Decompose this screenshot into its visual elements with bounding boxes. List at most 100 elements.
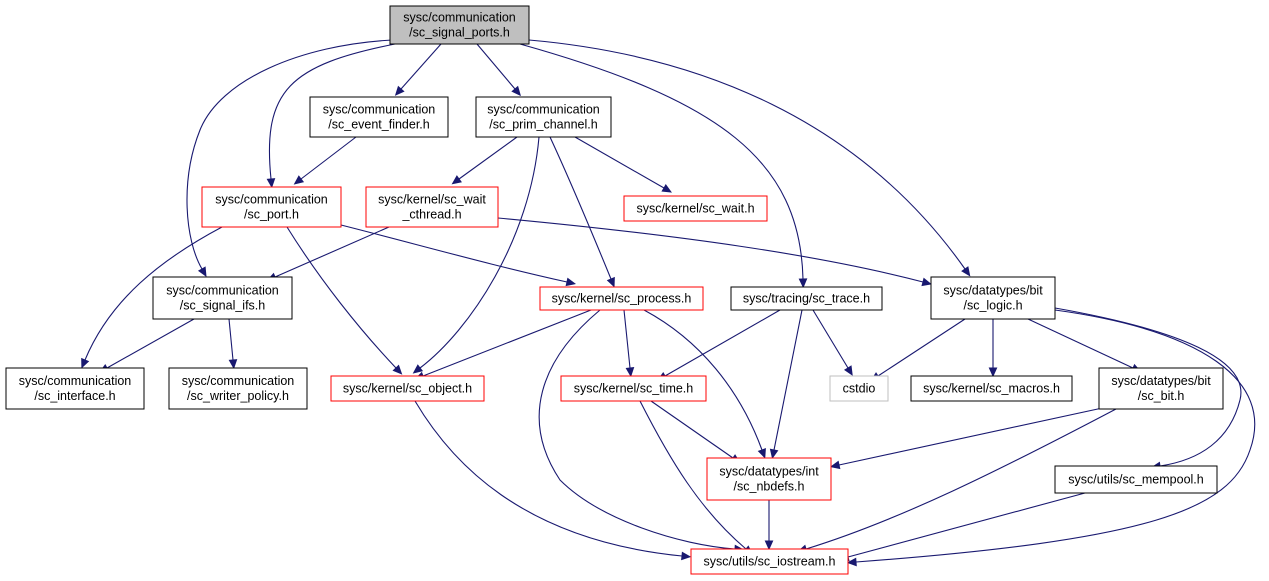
- node-sc-wait[interactable]: sysc/kernel/sc_wait.h: [623, 195, 768, 222]
- node-box[interactable]: [168, 367, 308, 410]
- node-label-line: sysc/communication: [215, 193, 328, 207]
- node-box[interactable]: [829, 375, 889, 402]
- edge-sc_logic-to-sc_iostream: [846, 309, 1256, 567]
- arrowhead-icon: [757, 448, 766, 459]
- node-label-line: sysc/kernel/sc_macros.h: [923, 382, 1060, 396]
- node-label-line: /sc_nbdefs.h: [734, 480, 805, 494]
- edge-line: [1027, 318, 1134, 369]
- node-sc-writer-policy[interactable]: sysc/communication/sc_writer_policy.h: [168, 367, 308, 410]
- node-sc-process[interactable]: sysc/kernel/sc_process.h: [539, 286, 704, 311]
- node-sc-object[interactable]: sysc/kernel/sc_object.h: [330, 375, 485, 402]
- edge-line: [286, 226, 397, 369]
- node-label-line: /sc_event_finder.h: [328, 118, 430, 132]
- node-label-line: sysc/utils/sc_mempool.h: [1068, 473, 1204, 487]
- arrowhead-icon: [451, 175, 462, 185]
- node-label-line: sysc/datatypes/int: [719, 465, 819, 479]
- node-box[interactable]: [5, 367, 145, 410]
- edge-line: [228, 318, 234, 361]
- arrowhead-icon: [988, 367, 998, 378]
- edge-line: [458, 136, 518, 180]
- node-sc-time[interactable]: sysc/kernel/sc_time.h: [560, 375, 707, 402]
- edge-sc_prim_channel-to-sc_process: [549, 136, 615, 288]
- node-sc-trace[interactable]: sysc/tracing/sc_trace.h: [730, 286, 883, 311]
- edge-line: [805, 408, 1117, 550]
- edge-sc_trace-to-sc_nbdefs: [769, 309, 803, 460]
- edge-sc_logic-to-sc_macros: [988, 319, 998, 378]
- node-box[interactable]: [706, 457, 832, 501]
- node-box[interactable]: [475, 96, 612, 138]
- node-box[interactable]: [910, 375, 1073, 402]
- arrowhead-icon: [392, 364, 403, 375]
- arrowhead-icon: [681, 551, 692, 561]
- node-label-line: sysc/communication: [487, 103, 600, 117]
- node-box[interactable]: [730, 286, 883, 311]
- node-box[interactable]: [152, 276, 293, 320]
- edge-sc_port-to-sc_interface: [81, 226, 223, 369]
- edge-sc_object-to-sc_iostream: [414, 400, 692, 561]
- edge-sc_signal_ports-to-sc_trace: [519, 43, 808, 289]
- edge-sc_signal_ports-to-sc_event_finder: [394, 43, 442, 96]
- arrowhead-icon: [412, 364, 424, 374]
- edge-line: [340, 224, 568, 283]
- edge-line: [476, 43, 516, 90]
- node-box[interactable]: [623, 195, 768, 222]
- edge-sc_signal_ifs-to-sc_writer_policy: [228, 318, 238, 370]
- edge-line: [847, 492, 1086, 558]
- edge-line: [1054, 307, 1242, 467]
- edge-sc_process-to-sc_time: [623, 309, 635, 378]
- node-sc-interface[interactable]: sysc/communication/sc_interface.h: [5, 367, 145, 410]
- node-box[interactable]: [930, 276, 1056, 320]
- nodes-layer: sysc/communication/sc_signal_ports.hsysc…: [5, 5, 1224, 575]
- edge-line: [639, 400, 747, 550]
- node-sc-event-finder[interactable]: sysc/communication/sc_event_finder.h: [309, 96, 449, 138]
- arrowhead-icon: [565, 277, 576, 287]
- edge-line: [538, 309, 736, 550]
- node-box[interactable]: [389, 5, 530, 45]
- node-box[interactable]: [330, 375, 485, 402]
- node-box[interactable]: [201, 186, 342, 228]
- node-sc-signal-ports[interactable]: sysc/communication/sc_signal_ports.h: [389, 5, 530, 45]
- node-sc-port[interactable]: sysc/communication/sc_port.h: [201, 186, 342, 228]
- node-sc-bit[interactable]: sysc/datatypes/bit/sc_bit.h: [1098, 367, 1224, 410]
- node-sc-mempool[interactable]: sysc/utils/sc_mempool.h: [1054, 465, 1218, 494]
- node-label-line: sysc/communication: [19, 374, 132, 388]
- edge-sc_prim_channel-to-sc_wait: [574, 136, 672, 193]
- edge-sc_nbdefs-to-sc_iostream: [764, 500, 774, 551]
- node-sc-iostream[interactable]: sysc/utils/sc_iostream.h: [690, 548, 849, 575]
- node-label-line: /sc_logic.h: [963, 299, 1022, 313]
- node-sc-nbdefs[interactable]: sysc/datatypes/int/sc_nbdefs.h: [706, 457, 832, 501]
- node-sc-macros[interactable]: sysc/kernel/sc_macros.h: [910, 375, 1073, 402]
- edge-line: [268, 43, 396, 180]
- node-box[interactable]: [1054, 465, 1218, 494]
- edge-line: [549, 136, 612, 280]
- edge-sc_bit-to-sc_nbdefs: [829, 406, 1108, 470]
- edge-sc_signal_ports-to-sc_port: [266, 43, 396, 189]
- edge-line: [855, 309, 1256, 563]
- node-sc-signal-ifs[interactable]: sysc/communication/sc_signal_ifs.h: [152, 276, 293, 320]
- edge-sc_process-to-sc_object: [414, 309, 592, 380]
- node-box[interactable]: [1098, 367, 1224, 410]
- arrowhead-icon: [843, 365, 853, 376]
- node-box[interactable]: [365, 186, 499, 228]
- node-box[interactable]: [309, 96, 449, 138]
- node-label-line: /sc_writer_policy.h: [187, 389, 289, 403]
- node-label-line: sysc/kernel/sc_wait.h: [636, 202, 754, 216]
- edge-line: [274, 226, 390, 278]
- node-label-line: sysc/kernel/sc_process.h: [552, 292, 692, 306]
- node-box[interactable]: [560, 375, 707, 402]
- edge-sc_prim_channel-to-sc_object: [412, 136, 540, 374]
- node-sc-wait-cthread[interactable]: sysc/kernel/sc_wait_cthread.h: [365, 186, 499, 228]
- edge-sc_signal_ports-to-sc_prim_channel: [476, 43, 521, 97]
- edge-sc_port-to-sc_object: [286, 226, 403, 375]
- edge-sc_logic-to-cstdio: [870, 318, 966, 382]
- node-cstdio[interactable]: cstdio: [829, 375, 889, 402]
- edge-sc_port-to-sc_process: [340, 224, 576, 287]
- node-label-line: sysc/kernel/sc_time.h: [574, 382, 694, 396]
- node-sc-logic[interactable]: sysc/datatypes/bit/sc_logic.h: [930, 276, 1056, 320]
- edge-sc_wait_cthread-to-sc_logic: [497, 217, 932, 287]
- node-box[interactable]: [690, 548, 849, 575]
- edge-line: [574, 136, 665, 189]
- node-box[interactable]: [539, 286, 704, 311]
- node-sc-prim-channel[interactable]: sysc/communication/sc_prim_channel.h: [475, 96, 612, 138]
